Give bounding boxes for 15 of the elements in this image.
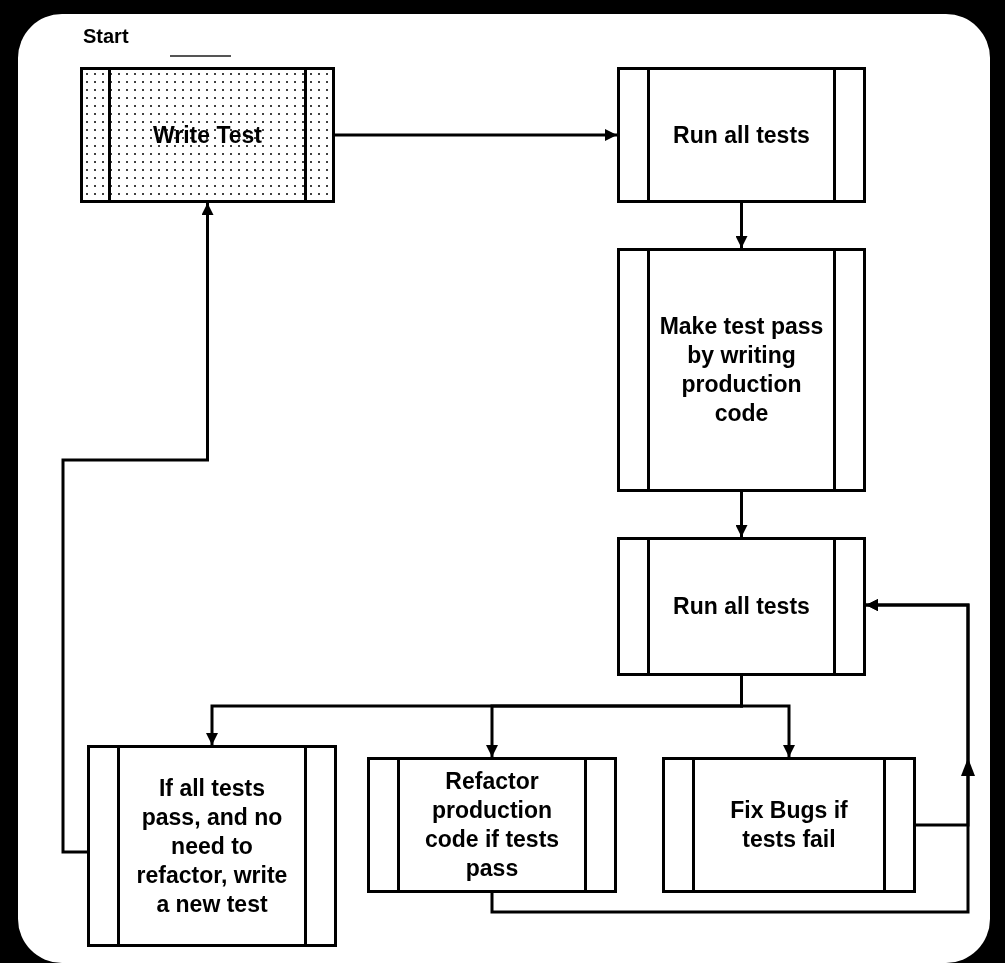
box-label: Run all tests xyxy=(673,120,810,150)
box-label: Make test pass by writing production code xyxy=(659,312,824,428)
start-label: Start xyxy=(83,24,129,48)
process-box xyxy=(80,67,335,203)
box-label: Fix Bugs if tests fail xyxy=(729,796,849,854)
process-box xyxy=(617,67,866,203)
process-box xyxy=(617,248,866,492)
box-label: Refactor production code if tests pass xyxy=(423,767,561,883)
process-box xyxy=(617,537,866,676)
process-box xyxy=(87,745,337,947)
process-box xyxy=(367,757,617,893)
box-label: Write Test xyxy=(152,120,263,150)
box-label: If all tests pass, and no need to refactor, write a new test xyxy=(135,773,289,919)
process-box xyxy=(662,757,916,893)
box-label: Run all tests xyxy=(673,592,810,621)
